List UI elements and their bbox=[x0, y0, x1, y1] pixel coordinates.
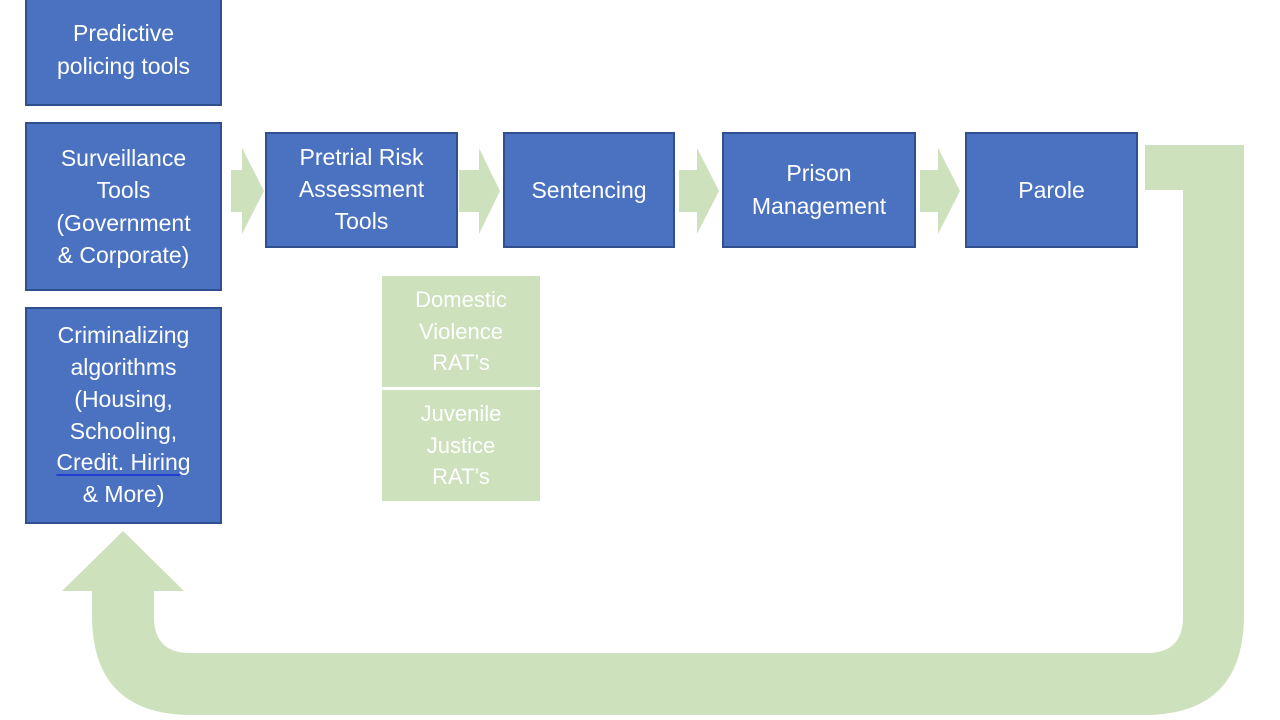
prison-management-box: Prison Management bbox=[722, 132, 916, 248]
parole-box: Parole bbox=[965, 132, 1138, 248]
feedback-loop-arrow bbox=[62, 145, 1244, 715]
predictive-policing-box: Predictive policing tools bbox=[25, 0, 222, 106]
prison-management-label: Prison Management bbox=[751, 160, 887, 219]
pretrial-risk-box: Pretrial Risk Assessment Tools bbox=[265, 132, 458, 248]
arrow-to-prison bbox=[679, 148, 719, 234]
sentencing-box: Sentencing bbox=[503, 132, 675, 248]
predictive-policing-label: Predictive policing tools bbox=[57, 20, 190, 79]
juvenile-justice-rat-box: Juvenile Justice RAT’s bbox=[382, 390, 540, 501]
arrow-to-parole bbox=[920, 148, 960, 234]
juvenile-justice-rat-label: Juvenile Justice RAT’s bbox=[420, 400, 502, 490]
criminalizing-more-label: & More) bbox=[82, 480, 165, 507]
domestic-violence-rat-label: Domestic Violence RAT’s bbox=[415, 286, 507, 376]
domestic-violence-rat-box: Domestic Violence RAT’s bbox=[382, 276, 540, 387]
parole-label: Parole bbox=[1018, 176, 1085, 203]
criminalizing-algorithms-label: Criminalizing algorithms (Housing, Schoo… bbox=[57, 322, 190, 444]
surveillance-tools-label: Surveillance Tools (Government & Corpora… bbox=[56, 145, 191, 268]
credit-hiring-link[interactable]: Credit. Hiring bbox=[56, 449, 191, 476]
pretrial-risk-label: Pretrial Risk Assessment Tools bbox=[298, 144, 425, 234]
criminalizing-algorithms-box: Criminalizing algorithms (Housing, Schoo… bbox=[25, 307, 222, 524]
arrow-to-sentencing bbox=[459, 148, 500, 234]
surveillance-tools-box: Surveillance Tools (Government & Corpora… bbox=[25, 122, 222, 291]
sentencing-label: Sentencing bbox=[531, 176, 647, 203]
arrow-to-pretrial bbox=[231, 148, 264, 234]
